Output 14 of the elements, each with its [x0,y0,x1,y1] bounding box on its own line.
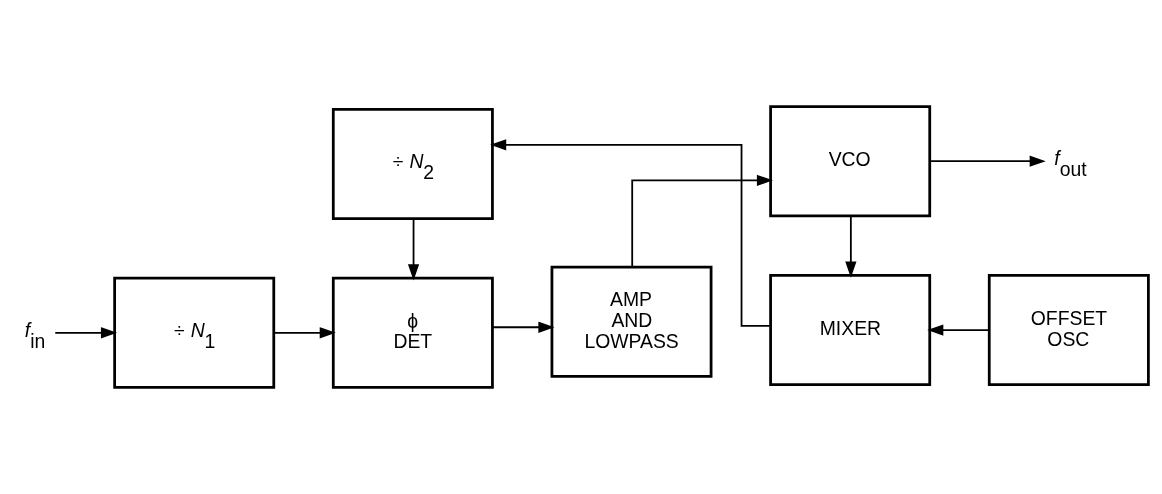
node-box: VCO [769,105,932,218]
node-box: ϕ DET [331,276,494,389]
arrow [407,217,420,281]
arrow [54,327,117,339]
arrow [631,174,773,268]
arrow [927,324,990,336]
arrow [490,139,771,327]
arrow [929,155,1046,167]
arrow [273,327,336,339]
arrow [845,215,857,278]
arrow [492,321,555,333]
node-box: OFFSET OSC [987,274,1150,387]
node-box: MIXER [769,274,932,387]
node-box: AMP AND LOWPASS [550,265,713,378]
